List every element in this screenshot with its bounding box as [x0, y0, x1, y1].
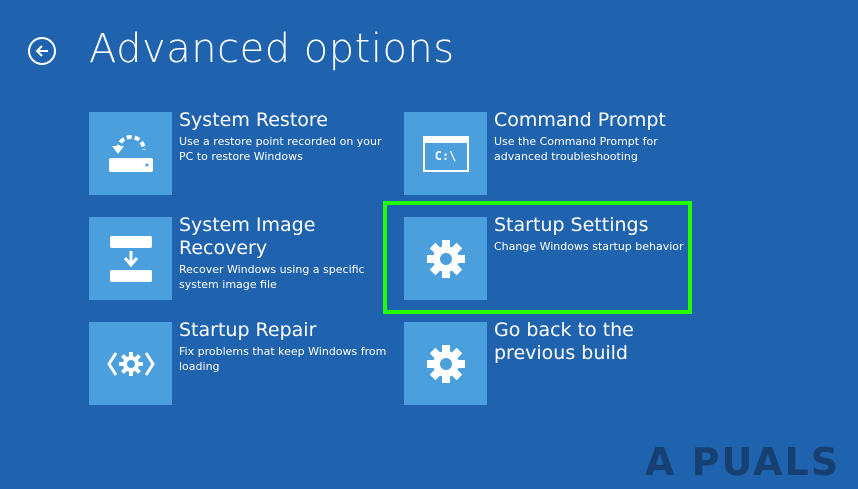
back-button[interactable] — [28, 37, 56, 65]
option-title: System Restore — [179, 109, 328, 131]
option-desc: Change Windows startup behavior — [494, 240, 684, 253]
cmd-icon-text: C:\ — [434, 148, 457, 163]
page-title: Advanced options — [89, 26, 455, 72]
option-desc: Fix problems that keep Windows from load… — [179, 345, 387, 373]
option-system-image-recovery[interactable]: System Image Recovery Recover Windows us… — [89, 214, 389, 301]
highlight-box — [383, 201, 692, 314]
option-desc: Use a restore point recorded on your PC … — [179, 135, 382, 163]
command-prompt-icon: C:\ — [404, 112, 487, 195]
option-startup-repair[interactable]: Startup Repair Fix problems that keep Wi… — [89, 319, 389, 406]
gear-icon — [404, 217, 487, 300]
option-desc: Use the Command Prompt for advanced trou… — [494, 135, 658, 163]
option-title: System Image Recovery — [179, 214, 316, 259]
option-title: Startup Repair — [179, 319, 317, 341]
option-title: Startup Settings — [494, 214, 649, 236]
option-system-restore[interactable]: System Restore Use a restore point recor… — [89, 109, 389, 196]
option-command-prompt[interactable]: C:\ Command Prompt Use the Command Promp… — [404, 109, 704, 196]
option-go-back-previous-build[interactable]: Go back to the previous build — [404, 319, 704, 406]
appuals-watermark: A PUALS — [645, 440, 841, 484]
restore-icon — [89, 112, 172, 195]
option-desc: Recover Windows using a specific system … — [179, 263, 365, 291]
option-title: Go back to the previous build — [494, 319, 634, 364]
gear-icon — [404, 322, 487, 405]
image-recovery-icon — [89, 217, 172, 300]
option-startup-settings[interactable]: Startup Settings Change Windows startup … — [404, 214, 704, 301]
option-title: Command Prompt — [494, 109, 666, 131]
back-arrow-icon — [35, 45, 48, 57]
startup-repair-icon — [89, 322, 172, 405]
